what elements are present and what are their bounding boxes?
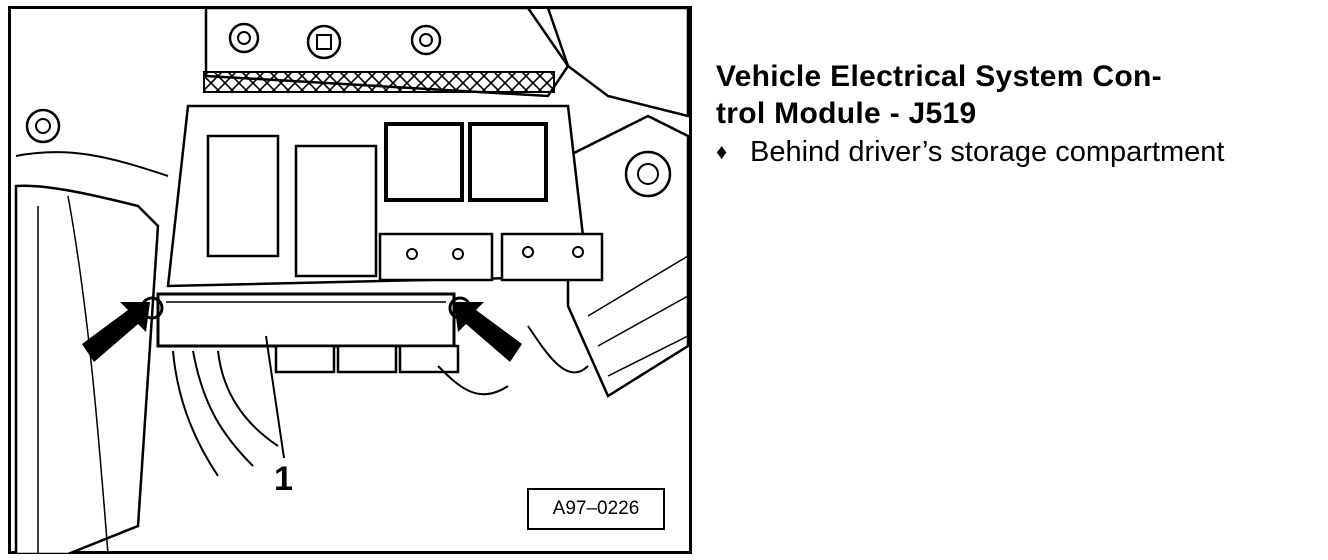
fuse-1 (378, 232, 494, 282)
left-trim-panel (14, 184, 160, 554)
module-connector-1 (274, 344, 336, 374)
wiring-harness (172, 325, 589, 477)
component-title: Vehicle Electrical System Con- trol Modu… (716, 58, 1316, 132)
relay-2 (468, 122, 548, 202)
callout-number-1: 1 (274, 460, 293, 498)
caption-panel: Vehicle Electrical System Con- trol Modu… (716, 58, 1316, 170)
arrow-right (454, 302, 522, 362)
location-text: Behind driver’s storage compartment (750, 136, 1225, 168)
fuse-2 (500, 232, 604, 282)
bolt-left (25, 108, 61, 144)
component-title-line-1: Vehicle Electrical System Con- (716, 60, 1162, 93)
location-bullet: ♦ Behind driver’s storage compartment (716, 134, 1316, 170)
connector-socket-left (206, 134, 280, 258)
illustration-panel: 1 A97–0226 (8, 6, 692, 554)
hatched-strip (203, 71, 555, 93)
callout-leader-line (265, 335, 285, 459)
figure-reference-code: A97–0226 (527, 488, 665, 530)
module-drawing (8, 6, 692, 554)
diamond-bullet-icon: ♦ (716, 139, 728, 164)
arrow-left (82, 302, 150, 362)
connector-socket-center (294, 144, 378, 278)
right-housing (566, 114, 690, 398)
component-title-line-2: trol Module - J519 (716, 97, 977, 130)
module-connector-3 (398, 344, 460, 374)
relay-1 (384, 122, 464, 202)
module-connector-2 (336, 344, 398, 374)
